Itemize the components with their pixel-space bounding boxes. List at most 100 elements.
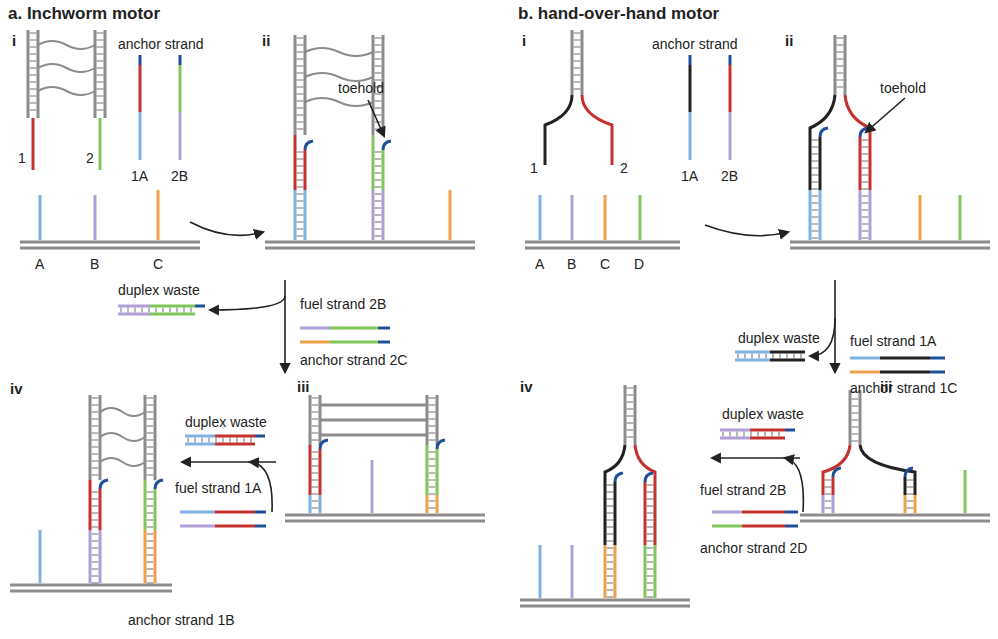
base-pair-rung — [30, 39, 37, 40]
base-pair-rung — [190, 308, 191, 313]
base-pair-rung — [183, 308, 184, 313]
base-pair-rung — [375, 44, 382, 45]
base-pair-rung — [862, 237, 869, 238]
base-pair-rung — [97, 88, 104, 89]
base-pair-rung — [92, 512, 99, 513]
base-pair-rung — [647, 582, 654, 583]
base-pair-rung — [97, 53, 104, 54]
base-pair-rung — [852, 405, 859, 406]
strand-label: B — [567, 256, 576, 273]
base-pair-rung — [97, 81, 104, 82]
base-pair-rung — [30, 109, 37, 110]
base-pair-rung — [297, 221, 304, 222]
base-pair-rung — [92, 575, 99, 576]
base-pair-rung — [297, 128, 304, 129]
base-pair-rung — [825, 479, 832, 480]
base-pair-rung — [852, 433, 859, 434]
base-pair-rung — [722, 432, 723, 437]
base-pair-rung — [800, 354, 801, 359]
base-pair-rung — [607, 519, 614, 520]
base-pair-rung — [297, 51, 304, 52]
base-pair-rung — [825, 507, 832, 508]
strand-label: anchor strand 1C — [850, 380, 957, 397]
base-pair-rung — [825, 486, 832, 487]
base-pair-rung — [647, 596, 654, 597]
base-pair-rung — [607, 526, 614, 527]
base-pair-rung — [312, 418, 319, 419]
step-numeral: iii — [880, 378, 893, 395]
base-pair-rung — [375, 172, 382, 173]
base-pair-rung — [30, 102, 37, 103]
strand-label: 2 — [620, 160, 628, 177]
base-pair-rung — [375, 186, 382, 187]
base-pair-rung — [30, 81, 37, 82]
base-pair-rung — [147, 575, 154, 576]
base-pair-rung — [765, 354, 766, 359]
base-pair-rung — [647, 512, 654, 513]
base-pair-rung — [147, 554, 154, 555]
base-pair-rung — [647, 498, 654, 499]
base-pair-rung — [862, 160, 869, 161]
base-pair-rung — [778, 432, 779, 437]
base-pair-rung — [147, 568, 154, 569]
base-pair-rung — [862, 146, 869, 147]
base-pair-rung — [297, 79, 304, 80]
base-pair-rung — [92, 491, 99, 492]
base-pair-rung — [812, 202, 819, 203]
base-pair-rung — [162, 308, 163, 313]
base-pair-rung — [147, 432, 154, 433]
step-numeral: iii — [297, 378, 310, 395]
base-pair-rung — [92, 418, 99, 419]
base-pair-rung — [429, 479, 436, 480]
base-pair-rung — [771, 432, 772, 437]
base-pair-rung — [627, 436, 634, 437]
base-pair-rung — [297, 107, 304, 108]
base-pair-rung — [764, 432, 765, 437]
base-pair-rung — [30, 67, 37, 68]
base-pair-rung — [375, 228, 382, 229]
base-pair-rung — [375, 65, 382, 66]
strand-label: anchor strand 2D — [700, 540, 807, 557]
base-pair-rung — [429, 472, 436, 473]
base-pair-rung — [147, 418, 154, 419]
base-pair-rung — [627, 401, 634, 402]
base-pair-rung — [92, 404, 99, 405]
base-pair-rung — [312, 451, 319, 452]
base-pair-rung — [574, 88, 581, 89]
base-pair-rung — [147, 453, 154, 454]
base-pair-rung — [812, 160, 819, 161]
base-pair-rung — [750, 432, 751, 437]
base-pair-rung — [297, 72, 304, 73]
base-pair-rung — [312, 465, 319, 466]
base-pair-rung — [812, 223, 819, 224]
base-pair-rung — [222, 438, 223, 443]
strand-label: toehold — [880, 80, 926, 97]
base-pair-rung — [30, 95, 37, 96]
base-pair-rung — [312, 458, 319, 459]
base-pair-rung — [312, 507, 319, 508]
base-pair-rung — [837, 72, 844, 73]
strand-label: anchor strand — [118, 36, 204, 53]
base-pair-rung — [429, 418, 436, 419]
base-pair-rung — [607, 582, 614, 583]
base-pair-rung — [812, 153, 819, 154]
base-pair-rung — [297, 179, 304, 180]
base-pair-rung — [297, 58, 304, 59]
base-pair-rung — [607, 596, 614, 597]
base-pair-rung — [375, 165, 382, 166]
base-pair-rung — [647, 568, 654, 569]
base-pair-rung — [375, 179, 382, 180]
base-pair-rung — [812, 237, 819, 238]
base-pair-rung — [297, 158, 304, 159]
base-pair-rung — [862, 188, 869, 189]
base-pair-rung — [429, 507, 436, 508]
base-pair-rung — [312, 486, 319, 487]
base-pair-rung — [312, 493, 319, 494]
base-pair-rung — [147, 446, 154, 447]
base-pair-rung — [607, 568, 614, 569]
base-pair-rung — [375, 100, 382, 101]
base-pair-rung — [194, 438, 195, 443]
base-pair-rung — [312, 404, 319, 405]
base-pair-rung — [92, 554, 99, 555]
base-pair-rung — [92, 439, 99, 440]
